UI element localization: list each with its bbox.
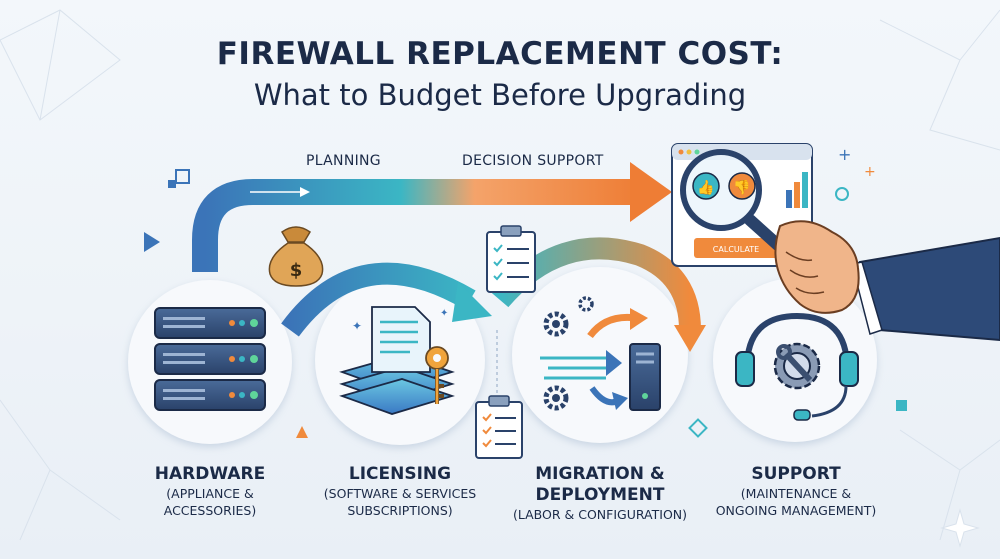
stage-circle-migration	[512, 267, 688, 443]
server-rack-icon	[154, 307, 266, 411]
svg-text:👍: 👍	[697, 179, 714, 196]
hand-icon	[774, 220, 1000, 342]
category-subtitle-line: ONGOING MANAGEMENT)	[715, 503, 877, 518]
migration-gears-icon	[540, 296, 661, 411]
decision-support-label: DECISION SUPPORT	[462, 153, 604, 169]
category-subtitle-line: (APPLIANCE &	[166, 486, 254, 501]
category-support: SUPPORT (MAINTENANCE & ONGOING MANAGEMEN…	[696, 464, 896, 519]
category-subtitle-line: (LABOR & CONFIGURATION)	[512, 507, 688, 522]
category-title: MIGRATION &	[535, 464, 665, 484]
calculate-button	[694, 238, 778, 258]
category-subtitle-line: (MAINTENANCE &	[740, 486, 852, 501]
category-title: HARDWARE	[154, 464, 266, 484]
category-migration-deployment: MIGRATION & DEPLOYMENT (LABOR & CONFIGUR…	[500, 464, 700, 523]
page-title: FIREWALL REPLACEMENT COST:	[216, 36, 784, 72]
category-title: LICENSING	[348, 464, 452, 484]
category-subtitle-line: ACCESSORIES)	[163, 503, 257, 518]
checklist-icon	[486, 225, 536, 293]
category-licensing: LICENSING (SOFTWARE & SERVICES SUBSCRIPT…	[300, 464, 500, 519]
category-subtitle-line: SUBSCRIPTIONS)	[347, 503, 453, 518]
money-bag-icon: $	[268, 226, 324, 287]
svg-text:$: $	[290, 260, 303, 281]
flow-arrow	[192, 162, 672, 272]
network-decoration	[0, 9, 1000, 541]
page-subtitle: What to Budget Before Upgrading	[253, 78, 747, 112]
decorations: + +	[144, 145, 980, 548]
category-hardware: HARDWARE (APPLIANCE & ACCESSORIES)	[110, 464, 310, 519]
svg-text:👎: 👎	[733, 179, 750, 196]
category-subtitle-line: (SOFTWARE & SERVICES	[323, 486, 477, 501]
svg-text:✦: ✦	[352, 319, 362, 333]
category-title: SUPPORT	[751, 464, 841, 484]
planning-label: PLANNING	[306, 153, 381, 169]
svg-text:+: +	[838, 145, 851, 164]
checklist-icon-bottom	[475, 395, 523, 459]
headset-wrench-icon	[735, 312, 859, 421]
category-title: DEPLOYMENT	[535, 485, 665, 505]
license-key-icon: ✦ ✦	[339, 306, 455, 415]
svg-text:✦: ✦	[440, 308, 448, 319]
svg-text:+: +	[864, 164, 876, 180]
calculate-label: CALCULATE	[713, 245, 759, 254]
